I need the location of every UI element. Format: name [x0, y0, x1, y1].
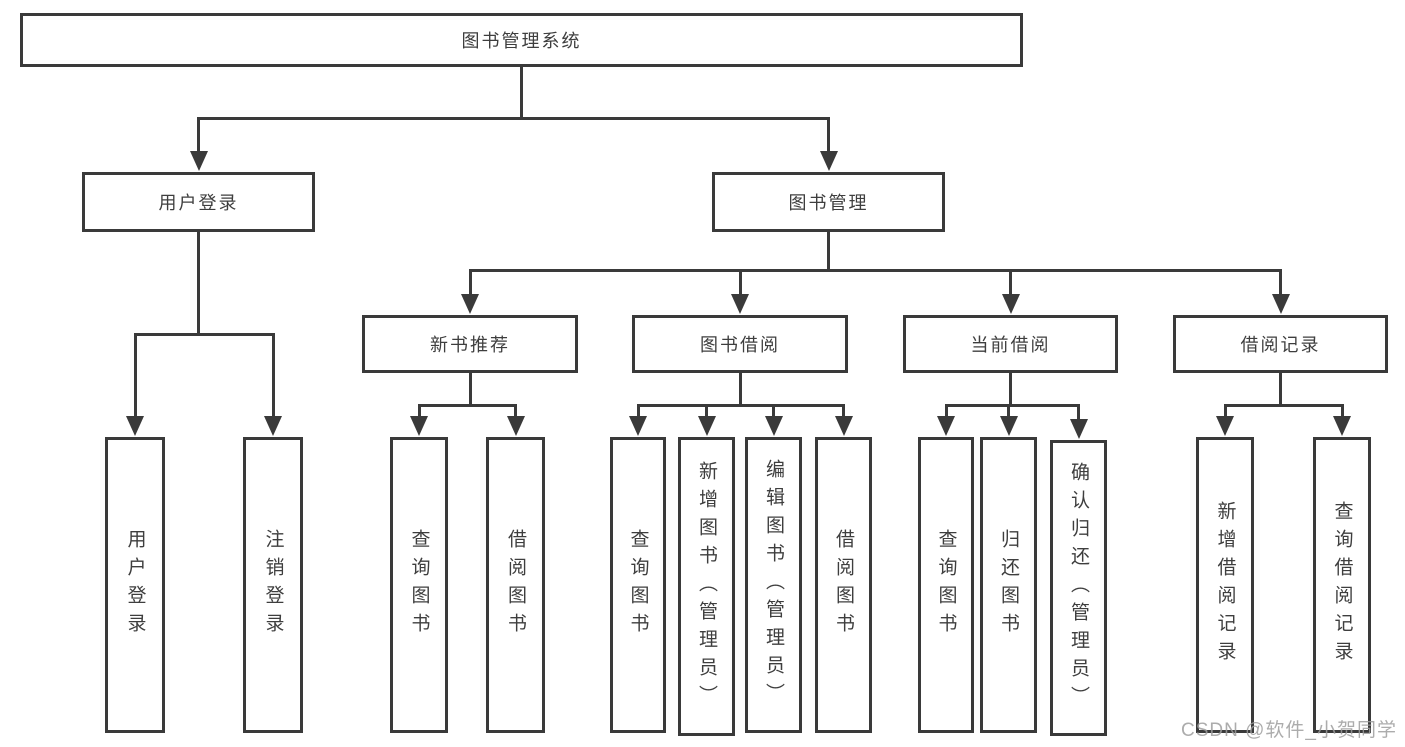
connector-drop — [944, 404, 948, 419]
node-label: 图书管理 — [788, 193, 869, 213]
node-label: 当前借阅 — [970, 335, 1051, 355]
node-label: 确认归还（管理员） — [1068, 462, 1089, 714]
csdn-watermark: CSDN @软件_小贺同学 — [1181, 720, 1397, 741]
node-bb-edit-books-admin: 编辑图书（管理员） — [745, 437, 802, 733]
connector-rail — [417, 404, 517, 407]
node-label: 归还图书 — [998, 529, 1019, 641]
node-current-borrow: 当前借阅 — [903, 315, 1118, 373]
connector-drop — [417, 404, 421, 419]
node-book-management: 图书管理 — [712, 172, 945, 232]
node-br-query-record: 查询借阅记录 — [1313, 437, 1371, 733]
connector-stem — [1279, 371, 1282, 407]
node-label: 图书管理系统 — [461, 31, 582, 51]
node-label: 新书推荐 — [430, 335, 510, 355]
node-nb-query-books: 查询图书 — [390, 437, 448, 733]
node-cb-return-books: 归还图书 — [980, 437, 1037, 733]
connector-rail — [197, 117, 830, 120]
connector-drop — [133, 333, 137, 419]
connector-drop — [738, 269, 742, 297]
connector-stem — [468, 371, 472, 407]
arrowhead-down-icon — [629, 416, 647, 436]
connector-drop — [514, 404, 517, 419]
node-library-system: 图书管理系统 — [20, 13, 1023, 67]
connector-stem — [1009, 371, 1012, 407]
node-label: 用户登录 — [124, 529, 146, 641]
arrowhead-down-icon — [1271, 294, 1290, 314]
node-label: 查询借阅记录 — [1331, 501, 1353, 669]
arrowhead-down-icon — [999, 416, 1018, 436]
node-label: 用户登录 — [158, 193, 239, 213]
node-user-login-leaf: 用户登录 — [105, 437, 165, 733]
arrowhead-down-icon — [1333, 416, 1351, 436]
arrowhead-down-icon — [126, 416, 144, 436]
arrowhead-down-icon — [834, 416, 853, 436]
node-label: 注销登录 — [262, 529, 284, 641]
node-book-borrow: 图书借阅 — [632, 315, 848, 373]
arrowhead-down-icon — [1069, 419, 1088, 439]
arrowhead-down-icon — [461, 294, 479, 314]
connector-stem — [827, 230, 830, 272]
arrowhead-down-icon — [264, 416, 282, 436]
node-label: 图书借阅 — [700, 335, 780, 355]
connector-drop — [705, 404, 708, 419]
node-label: 查询图书 — [408, 529, 430, 641]
node-br-add-record: 新增借阅记录 — [1196, 437, 1254, 733]
connector-drop — [468, 269, 472, 297]
arrowhead-down-icon — [410, 416, 428, 436]
node-label: 新增图书（管理员） — [696, 460, 717, 713]
connector-drop — [1009, 269, 1012, 297]
arrowhead-down-icon — [731, 294, 749, 314]
connector-drop — [197, 117, 200, 154]
node-user-login: 用户登录 — [82, 172, 315, 232]
node-cb-confirm-return-admin: 确认归还（管理员） — [1050, 440, 1107, 736]
connector-drop — [827, 117, 830, 154]
node-label: 借阅图书 — [505, 529, 526, 641]
connector-drop — [636, 404, 640, 419]
connector-drop — [772, 404, 775, 419]
node-label: 查询图书 — [935, 529, 957, 641]
connector-rail — [468, 269, 1282, 272]
node-bb-borrow-books: 借阅图书 — [815, 437, 872, 733]
node-new-book-recommend: 新书推荐 — [362, 315, 578, 373]
connector-rail — [944, 404, 1080, 407]
connector-rail — [133, 333, 275, 336]
arrowhead-down-icon — [937, 416, 955, 436]
arrowhead-down-icon — [764, 416, 783, 436]
connector-rail — [636, 404, 845, 407]
node-label: 借阅记录 — [1240, 335, 1321, 355]
node-label: 查询图书 — [627, 529, 649, 641]
connector-stem — [738, 371, 742, 407]
connector-stem — [197, 230, 200, 336]
connector-drop — [1007, 404, 1010, 419]
connector-drop — [271, 333, 275, 419]
connector-stem — [520, 65, 523, 120]
node-label: 借阅图书 — [833, 529, 854, 641]
connector-drop — [1223, 404, 1227, 419]
arrowhead-down-icon — [506, 416, 525, 436]
connector-drop — [1279, 269, 1282, 297]
node-bb-query-books: 查询图书 — [610, 437, 666, 733]
arrowhead-down-icon — [697, 416, 716, 436]
arrowhead-down-icon — [1216, 416, 1234, 436]
connector-drop — [1077, 404, 1080, 422]
arrowhead-down-icon — [819, 151, 838, 171]
node-cb-query-books: 查询图书 — [918, 437, 974, 733]
node-label: 新增借阅记录 — [1214, 501, 1236, 669]
node-logout-login: 注销登录 — [243, 437, 303, 733]
arrowhead-down-icon — [189, 151, 208, 171]
node-nb-borrow-books: 借阅图书 — [486, 437, 545, 733]
connector-rail — [1223, 404, 1344, 407]
node-bb-add-books-admin: 新增图书（管理员） — [678, 437, 735, 736]
node-borrow-records: 借阅记录 — [1173, 315, 1388, 373]
connector-drop — [1340, 404, 1344, 419]
arrowhead-down-icon — [1001, 294, 1020, 314]
node-label: 编辑图书（管理员） — [763, 459, 784, 711]
connector-drop — [842, 404, 845, 419]
